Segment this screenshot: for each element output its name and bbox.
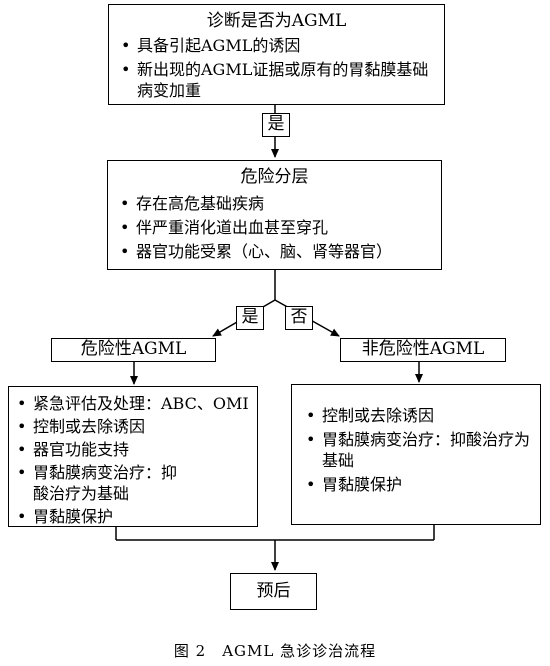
risk-item: 伴严重消化道出血甚至穿孔: [114, 217, 435, 238]
figure-caption: 图 2 AGML 急诊诊治流程: [173, 642, 377, 660]
low-action-item: 胃黏膜保护: [300, 474, 536, 495]
high-risk-box: 危险性AGML: [51, 338, 216, 362]
no-label: 否: [285, 306, 313, 330]
high-action-item: 胃黏膜病变治疗：抑酸治疗为基础: [11, 462, 253, 504]
diagnosis-title: 诊断是否为AGML: [206, 11, 347, 31]
prognosis-box: 预后: [230, 573, 317, 610]
high-action-item: 紧急评估及处理：ABC、OMI: [11, 393, 253, 414]
high-action-item: 器官功能支持: [11, 439, 253, 460]
diagnosis-item: 新出现的AGML证据或原有的胃黏膜基础病变加重: [115, 59, 438, 101]
yes-label-1: 是: [262, 113, 290, 137]
risk-item: 存在高危基础疾病: [114, 193, 435, 214]
high-action-item: 胃黏膜保护: [11, 506, 253, 527]
risk-item: 器官功能受累（心、脑、肾等器官）: [114, 241, 435, 262]
low-action-item: 控制或去除诱因: [300, 405, 536, 426]
diagnosis-box: 诊断是否为AGML 具备引起AGML的诱因 新出现的AGML证据或原有的胃黏膜基…: [108, 4, 445, 105]
low-risk-actions-box: 控制或去除诱因 胃黏膜病变治疗：抑酸治疗为基础 胃黏膜保护: [291, 384, 541, 525]
risk-stratification-box: 危险分层 存在高危基础疾病 伴严重消化道出血甚至穿孔 器官功能受累（心、脑、肾等…: [107, 160, 442, 270]
low-action-item: 胃黏膜病变治疗：抑酸治疗为基础: [300, 429, 536, 471]
high-action-item: 控制或去除诱因: [11, 416, 253, 437]
yes-label-2: 是: [236, 306, 264, 330]
low-risk-box: 非危险性AGML: [340, 338, 506, 362]
diagnosis-item: 具备引起AGML的诱因: [115, 35, 438, 56]
high-risk-actions-box: 紧急评估及处理：ABC、OMI 控制或去除诱因 器官功能支持 胃黏膜病变治疗：抑…: [8, 386, 258, 527]
risk-title: 危险分层: [240, 167, 309, 187]
